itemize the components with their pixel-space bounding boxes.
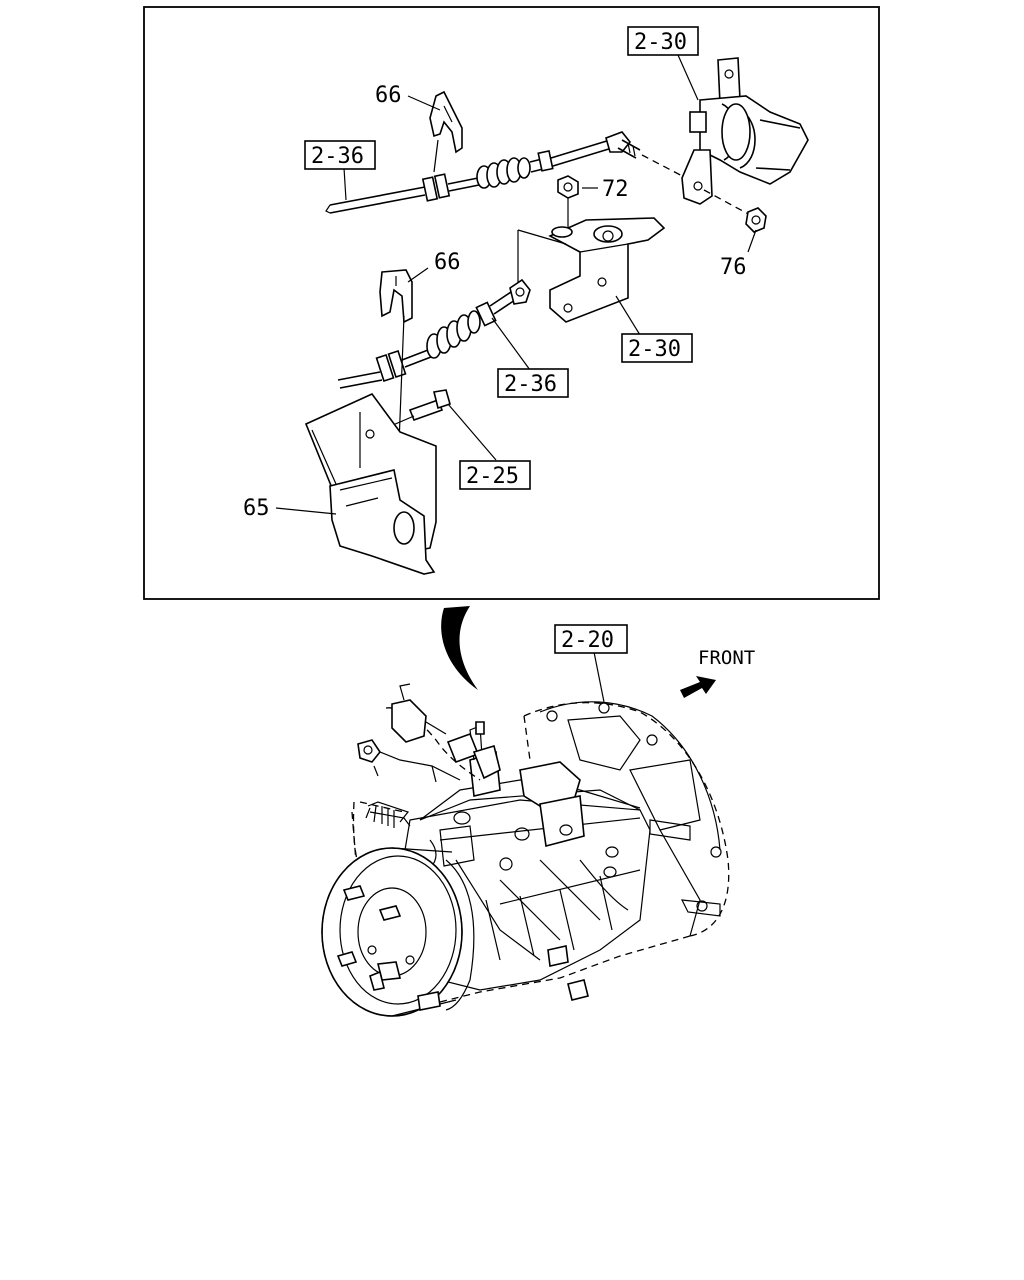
callout-ref-2-36-mid-text: 2-36 xyxy=(504,372,557,397)
retaining-clip-66-top xyxy=(429,90,463,173)
bracket-2-30-mid xyxy=(517,217,666,323)
callout-ref-2-30-top: 2-30 xyxy=(627,26,699,56)
nut-72 xyxy=(557,175,579,232)
callout-part-66-top: 66 xyxy=(375,83,402,108)
front-label: FRONT xyxy=(698,647,755,669)
callout-ref-2-25-text: 2-25 xyxy=(466,464,519,489)
transmission-assembly xyxy=(321,683,730,1017)
callout-ref-2-20-text: 2-20 xyxy=(561,628,614,653)
callout-part-65: 65 xyxy=(243,496,270,521)
callout-ref-2-30-mid-text: 2-30 xyxy=(628,337,681,362)
detail-pointer-arrow xyxy=(441,606,478,690)
upper-shift-cable xyxy=(325,131,691,214)
lower-shift-cable xyxy=(337,278,531,521)
bracket-2-30-top xyxy=(681,57,809,217)
front-arrow xyxy=(680,676,716,698)
retaining-clip-66-mid xyxy=(379,269,413,324)
callout-ref-2-36-top-text: 2-36 xyxy=(311,144,364,169)
callout-ref-2-30-top-text: 2-30 xyxy=(634,30,687,55)
callout-part-76: 76 xyxy=(720,255,747,280)
callout-part-66-mid: 66 xyxy=(434,250,461,275)
callout-part-72: 72 xyxy=(602,177,629,202)
bolt-2-25 xyxy=(371,389,451,435)
callout-ref-2-30-mid: 2-30 xyxy=(621,333,693,363)
cable-bracket-65 xyxy=(304,393,437,575)
callout-ref-2-25: 2-25 xyxy=(459,460,531,490)
detail-frame xyxy=(143,6,880,600)
callout-ref-2-20: 2-20 xyxy=(554,624,628,654)
nut-76 xyxy=(745,207,767,233)
leader-lines xyxy=(275,54,757,703)
callout-ref-2-36-mid: 2-36 xyxy=(497,368,569,398)
callout-ref-2-36-top: 2-36 xyxy=(304,140,376,170)
